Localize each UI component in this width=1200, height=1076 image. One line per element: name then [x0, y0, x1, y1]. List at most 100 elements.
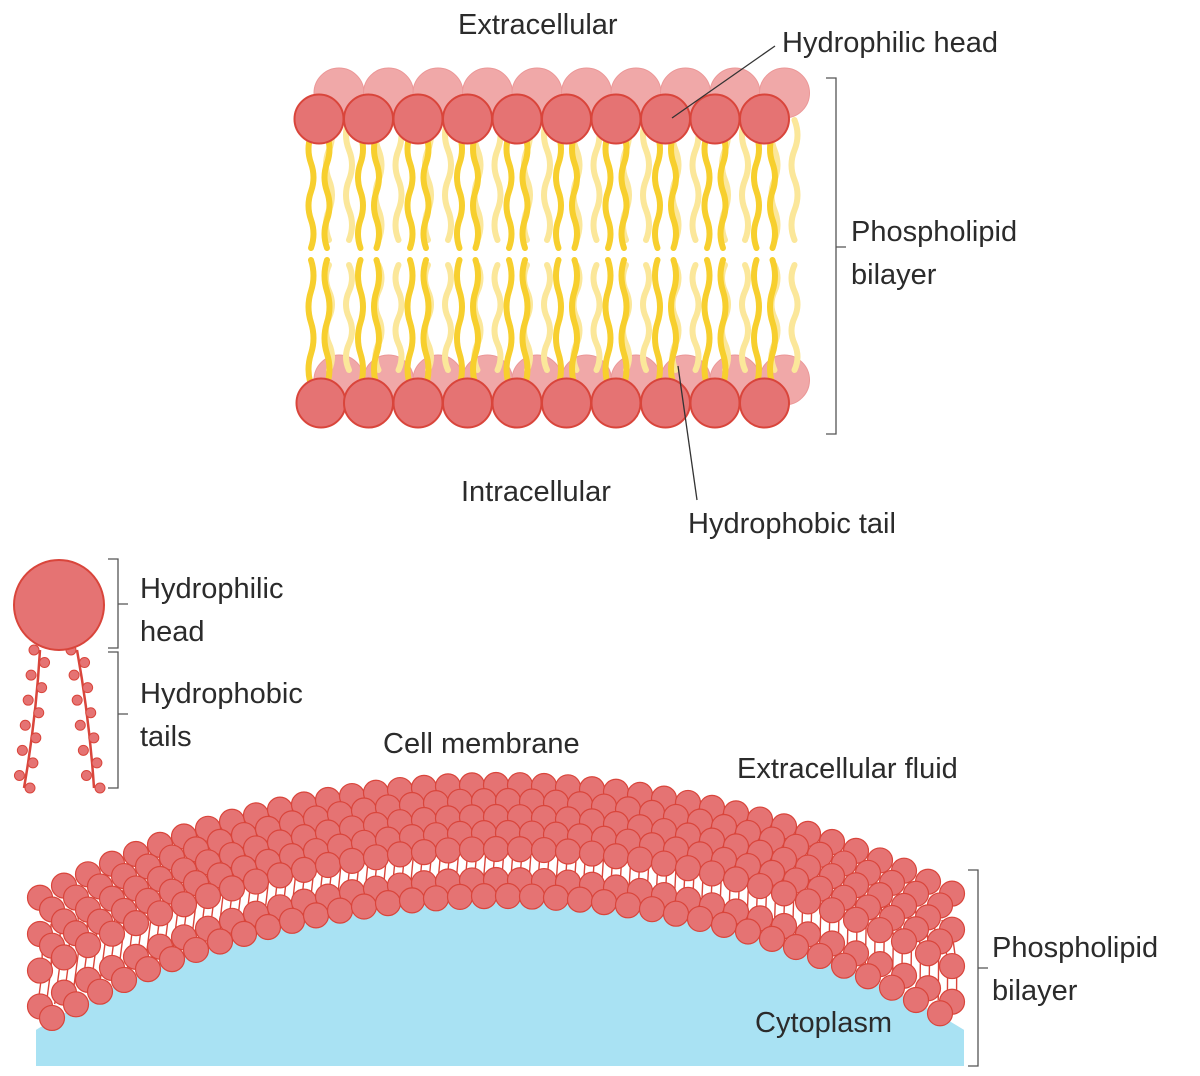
front-head [295, 377, 347, 429]
front-tail [569, 132, 580, 251]
front-head [491, 93, 543, 145]
membrane-head [494, 882, 522, 910]
membrane-head [482, 835, 510, 863]
front-tail [717, 132, 729, 251]
tail-chain [75, 649, 96, 789]
membrane-head [338, 847, 366, 874]
membrane-head [302, 902, 330, 929]
membrane-head [266, 862, 294, 889]
membrane-head [362, 844, 390, 871]
membrane-head [926, 1000, 954, 1027]
tail-bead [30, 732, 42, 744]
membrane-outer-heads [26, 771, 966, 984]
back-tail [392, 262, 405, 373]
single-head-bracket [108, 558, 128, 649]
back-tail [788, 117, 801, 243]
single-hydrophobic-tails-label-line1: Hydrophobic [140, 678, 303, 710]
hydrophilic-head-label: Hydrophilic head [782, 27, 998, 59]
front-tail [618, 132, 630, 251]
membrane-head [782, 933, 810, 961]
membrane-head [98, 920, 126, 947]
tail-bead [16, 744, 28, 756]
membrane-head [326, 897, 354, 924]
tail-bead [85, 707, 97, 719]
membrane-head [542, 884, 570, 911]
tail-bead [13, 769, 25, 781]
membrane-head [722, 866, 750, 893]
membrane-head [830, 952, 858, 979]
tail-bead [74, 719, 86, 731]
front-tail [305, 257, 317, 388]
membrane-head [206, 928, 234, 955]
front-tail [454, 257, 465, 388]
membrane-head [602, 843, 630, 870]
tail-bead [22, 694, 34, 706]
membrane-head [650, 850, 678, 877]
membrane-head [530, 836, 558, 864]
phospholipid-bilayer-label-bottom-line1: Phospholipid [992, 932, 1158, 964]
tail-bead [88, 732, 100, 744]
membrane-head [278, 907, 306, 934]
membrane-head [74, 932, 102, 959]
tail-bead [94, 782, 106, 794]
membrane-head [842, 906, 870, 933]
front-tail [701, 132, 713, 251]
front-tail [371, 132, 382, 251]
membrane-head [686, 905, 714, 933]
tail-bead [25, 669, 37, 681]
front-head [541, 377, 592, 429]
membrane-head [794, 888, 822, 915]
back-tail [442, 117, 454, 243]
back-tail [343, 262, 355, 373]
back-tail [491, 262, 504, 373]
back-tail [541, 117, 553, 243]
front-head [739, 377, 790, 429]
front-head [343, 93, 394, 145]
front-tail [751, 257, 762, 388]
membrane-head [398, 887, 426, 914]
membrane-head [158, 946, 186, 973]
front-tail [553, 132, 564, 251]
membrane-head [62, 991, 90, 1018]
front-tail [371, 257, 382, 388]
tail-bead [39, 657, 51, 669]
front-tail [355, 132, 366, 251]
front-row-heads-upper [293, 93, 790, 145]
cytoplasm-region [36, 898, 964, 1066]
bilayer-cross-section [293, 67, 810, 429]
front-tail [668, 132, 679, 251]
membrane-head [614, 892, 642, 919]
front-row-heads-lower [295, 377, 790, 429]
back-tail [689, 262, 702, 373]
front-tail [404, 132, 416, 251]
membrane-head [458, 836, 486, 863]
tail-bead [28, 644, 40, 656]
back-tail [788, 262, 801, 373]
front-tail [519, 257, 531, 388]
membrane-head [638, 896, 666, 923]
front-tail [553, 257, 564, 388]
membrane-head [770, 880, 798, 907]
membrane-head [182, 936, 210, 964]
membrane-head [854, 963, 882, 990]
bilayer-bracket-bottom [968, 869, 988, 1067]
tail-bead [33, 707, 45, 719]
hydrophobic-tail-label: Hydrophobic tail [688, 508, 896, 540]
back-tail [739, 117, 751, 243]
front-tail [701, 257, 713, 388]
membrane-head [350, 893, 378, 920]
membrane-head [518, 883, 546, 910]
back-tail [640, 117, 652, 243]
membrane-head [698, 860, 726, 887]
phospholipid-bilayer-label-top-line2: bilayer [851, 259, 937, 291]
bilayer-bracket-top [826, 77, 846, 435]
front-tail [569, 257, 580, 388]
hydrophobic-tail-leader-line [677, 365, 698, 501]
cell-membrane-label: Cell membrane [383, 728, 580, 760]
membrane-head [38, 1004, 66, 1032]
back-tail [392, 117, 405, 243]
back-tail [739, 262, 751, 373]
membrane-head [146, 900, 174, 927]
membrane-head [674, 855, 702, 882]
